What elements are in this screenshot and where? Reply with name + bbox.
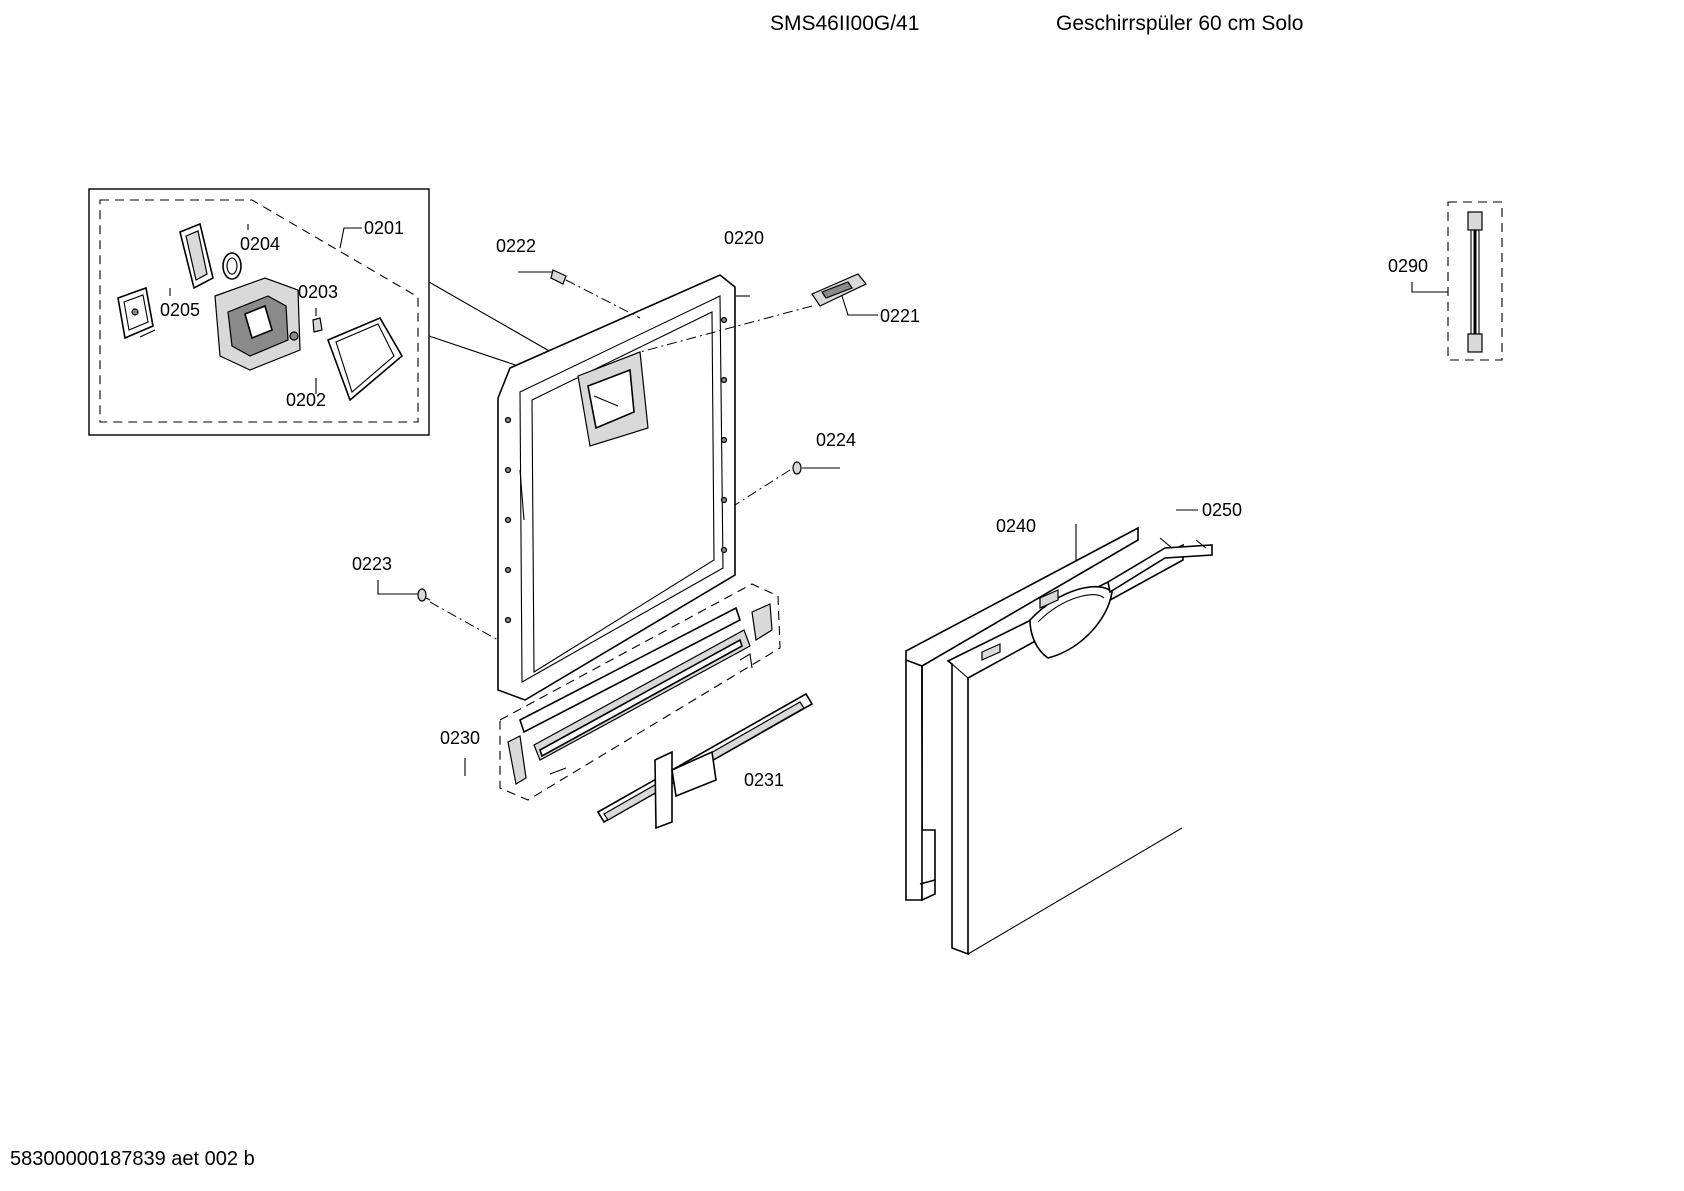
svg-text:0230: 0230 bbox=[440, 728, 480, 748]
label-0240: 0240 bbox=[996, 516, 1077, 560]
svg-text:0221: 0221 bbox=[880, 306, 920, 326]
label-0201: 0201 bbox=[339, 218, 404, 249]
svg-text:0203: 0203 bbox=[298, 282, 338, 302]
label-0221: 0221 bbox=[841, 295, 920, 326]
svg-text:0223: 0223 bbox=[352, 554, 392, 574]
diagram-title: Geschirrspüler 60 cm Solo bbox=[1056, 12, 1304, 35]
model-number: SMS46II00G/41 bbox=[770, 12, 920, 35]
svg-text:0204: 0204 bbox=[240, 234, 280, 254]
label-0231: 0231 bbox=[744, 770, 784, 790]
svg-text:0205: 0205 bbox=[160, 300, 200, 320]
svg-text:0231: 0231 bbox=[744, 770, 784, 790]
svg-text:0224: 0224 bbox=[816, 430, 856, 450]
svg-text:0201: 0201 bbox=[364, 218, 404, 238]
part-0224-screw[interactable] bbox=[734, 461, 802, 506]
label-0290: 0290 bbox=[1388, 256, 1448, 293]
part-0221-clip[interactable] bbox=[639, 273, 867, 353]
part-0231-base-strip[interactable] bbox=[596, 692, 814, 830]
part-0203-knob[interactable] bbox=[312, 317, 323, 333]
label-0204: 0204 bbox=[240, 224, 280, 254]
part-0222-screw[interactable] bbox=[550, 269, 641, 319]
label-0220: 0220 bbox=[724, 228, 764, 297]
part-0204-cover[interactable] bbox=[179, 222, 242, 290]
svg-text:0220: 0220 bbox=[724, 228, 764, 248]
label-0203: 0203 bbox=[298, 282, 338, 316]
part-0202-seal[interactable] bbox=[326, 316, 404, 402]
svg-text:0250: 0250 bbox=[1202, 500, 1242, 520]
svg-text:0240: 0240 bbox=[996, 516, 1036, 536]
label-0224: 0224 bbox=[802, 430, 856, 469]
label-0223: 0223 bbox=[352, 554, 418, 595]
svg-text:0222: 0222 bbox=[496, 236, 536, 256]
part-0220-inner-door[interactable] bbox=[497, 274, 736, 701]
part-0205-plate[interactable] bbox=[117, 286, 156, 340]
part-0290-hose[interactable] bbox=[1447, 201, 1503, 361]
part-0230-rail-assembly[interactable] bbox=[499, 583, 781, 801]
part-0240-outer-door[interactable] bbox=[905, 526, 1213, 956]
svg-text:0202: 0202 bbox=[286, 390, 326, 410]
part-0223-screw[interactable] bbox=[417, 588, 499, 641]
label-0250: 0250 bbox=[1176, 500, 1242, 520]
label-0222: 0222 bbox=[496, 236, 553, 273]
document-code: 58300000187839 aet 002 b bbox=[10, 1148, 255, 1170]
label-0202: 0202 bbox=[286, 378, 326, 410]
part-dispenser-unit[interactable] bbox=[214, 277, 301, 371]
label-0205: 0205 bbox=[160, 288, 200, 320]
label-0230: 0230 bbox=[440, 728, 480, 776]
svg-text:0290: 0290 bbox=[1388, 256, 1428, 276]
